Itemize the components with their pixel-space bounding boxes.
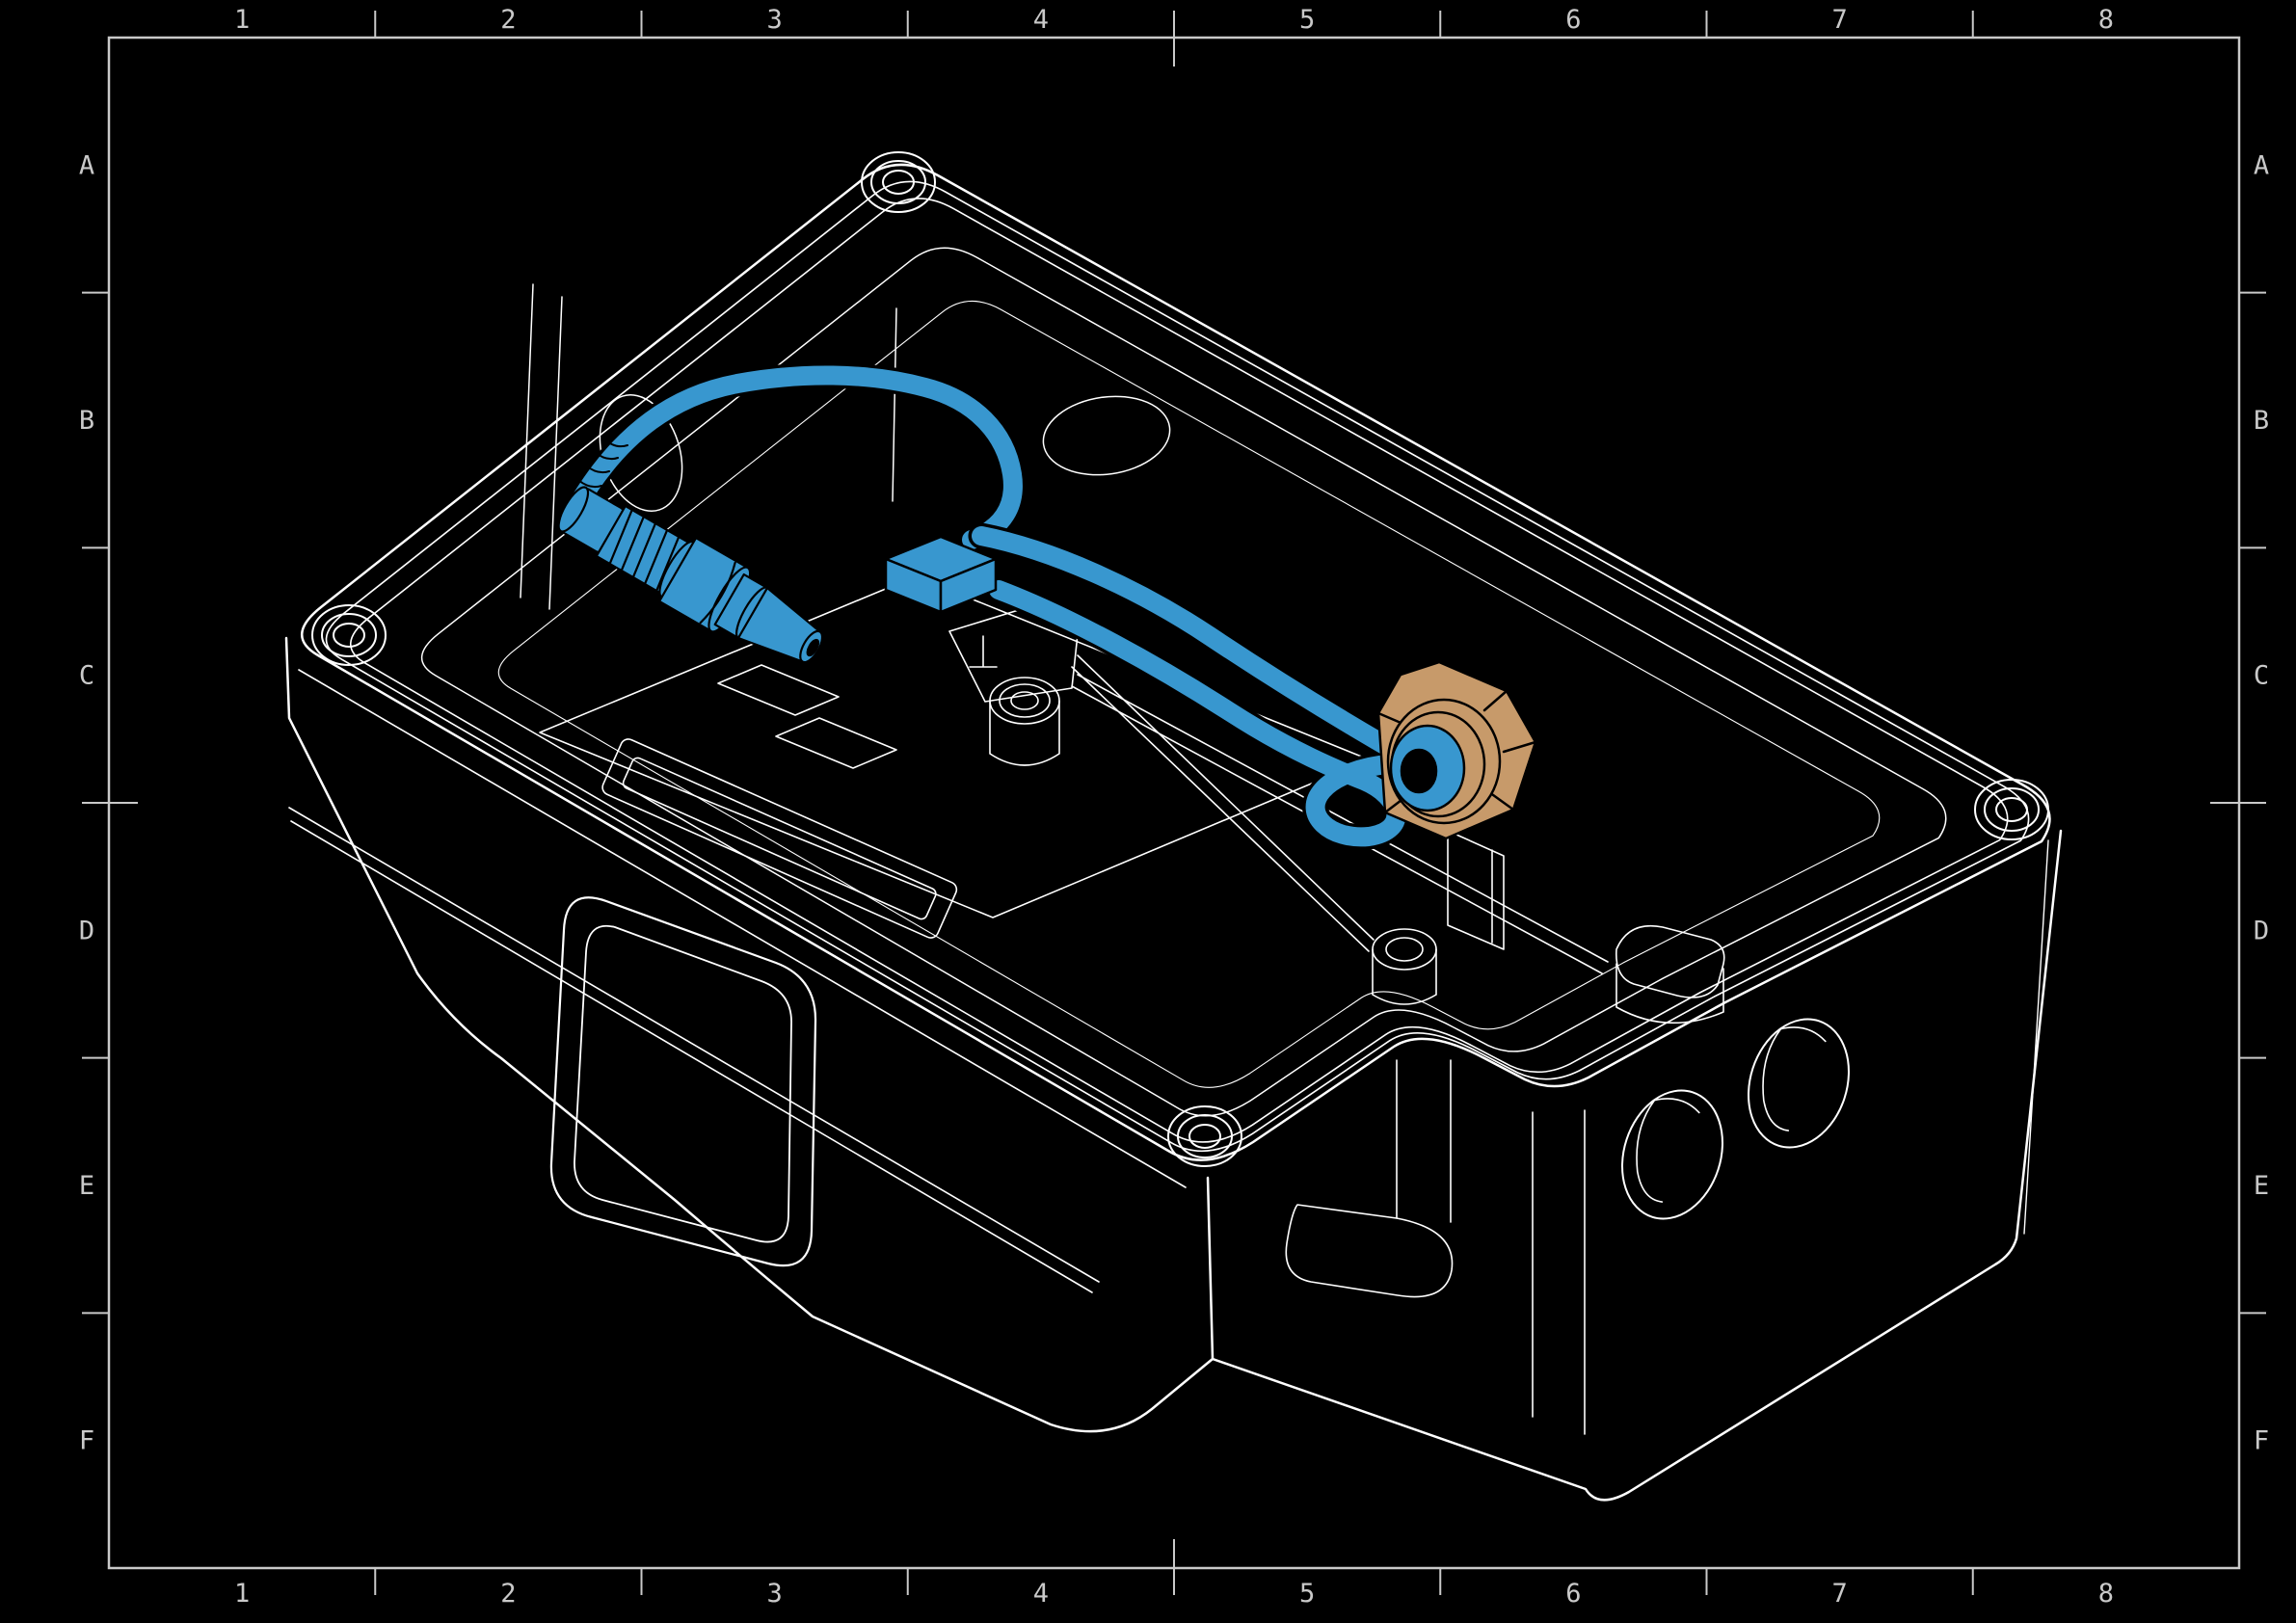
inline-connector-block [884,535,998,614]
cable-strand-sensor [566,361,1027,553]
cable-entry-holes [1621,1018,1850,1220]
grid-label: F [2254,1426,2269,1456]
grid-label: A [2254,150,2269,180]
grid-label: E [79,1171,94,1201]
mounting-plate [539,575,1370,918]
channel-bracket [601,738,958,939]
border-frame [107,36,2241,1570]
gland-nut [1376,660,1537,840]
linkage-arms [1071,654,1609,974]
grid-label: 3 [766,1579,782,1609]
grid-label: 1 [234,1579,250,1609]
grid-label: 2 [500,5,516,35]
grid-label: 3 [766,5,782,35]
grid-label: D [79,916,94,945]
grid-label: 5 [1299,1579,1315,1609]
grid-label: A [79,150,94,180]
grid-label: E [2254,1171,2269,1201]
grid-label: B [2254,406,2269,436]
grid-label: 5 [1299,5,1315,35]
corner-screw-bosses [311,151,2049,1167]
grid-label: 8 [2098,1579,2114,1609]
enclosure-drawing [284,151,2063,1502]
grid-label: 7 [1831,1579,1847,1609]
window-recess [549,896,817,1267]
grid-label: 8 [2098,5,2114,35]
screw-boss-top [861,151,936,213]
grid-label: 4 [1033,5,1049,35]
grid-label: 4 [1033,1579,1049,1609]
cable-hole-2 [1748,1018,1850,1149]
wall-bracket [1447,830,1505,950]
screw-boss-left [311,604,387,666]
grid-label: C [79,661,94,691]
center-boss [989,677,1060,766]
grid-label: C [2254,661,2269,691]
grid-ticks [82,11,2266,1595]
wall-hole-back [1042,395,1171,476]
flange-rim [301,163,2051,1161]
cable-hole-1 [1621,1089,1723,1220]
grid-label: 7 [1831,5,1847,35]
grid-label: F [79,1426,94,1456]
grid-label: 6 [1565,1579,1581,1609]
standoff-cylinder [1372,928,1437,1005]
screw-boss-right [1974,779,2049,840]
sensor-connector [557,486,824,664]
crank-plate [948,608,1079,703]
grid-label: 6 [1565,5,1581,35]
enclosure-lower-body [284,636,2063,1502]
grid-label: B [79,406,94,436]
cable-assembly [557,361,1537,850]
strain-relief-coils [577,439,628,489]
corner-post [1615,925,1725,1024]
screw-boss-front [1167,1105,1242,1167]
grid-label: 2 [500,1579,516,1609]
grid-label: D [2254,916,2269,945]
sheet-frame [107,36,2241,1570]
grid-label: 1 [234,5,250,35]
cable-strand-loop [968,522,1413,850]
